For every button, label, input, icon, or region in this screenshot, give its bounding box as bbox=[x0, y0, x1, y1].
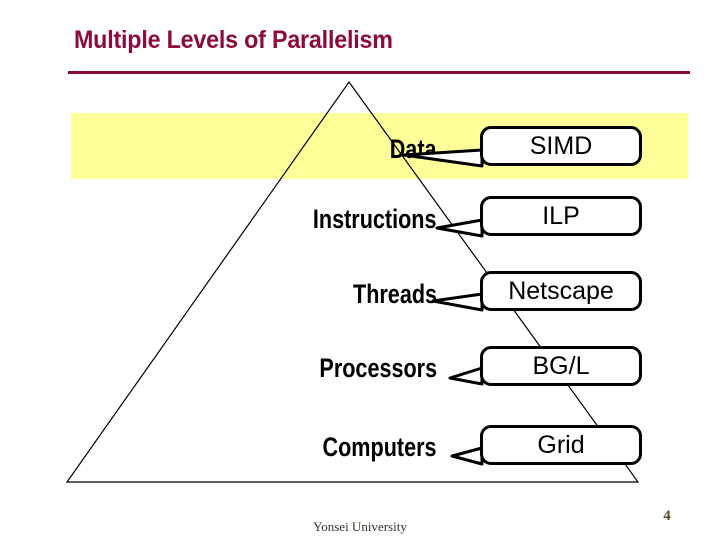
callout-label-ilp: ILP bbox=[542, 201, 580, 230]
pyramid-level-processors: Processors bbox=[319, 353, 437, 383]
callout-tail-grid bbox=[450, 446, 484, 466]
callout-tail-netscape bbox=[431, 292, 484, 312]
footer-organization: Yonsei University bbox=[313, 519, 407, 534]
callout-tail-bgl bbox=[448, 366, 484, 386]
callout-label-netscape: Netscape bbox=[508, 276, 614, 305]
title-divider bbox=[68, 71, 690, 74]
page-title: Multiple Levels of Parallelism bbox=[74, 26, 393, 54]
callout-simd[interactable]: SIMD bbox=[480, 126, 642, 166]
callout-tail-ilp bbox=[435, 218, 484, 238]
pyramid-level-data: Data bbox=[390, 134, 437, 164]
page-number: 4 bbox=[663, 508, 671, 524]
callout-label-grid: Grid bbox=[537, 430, 585, 459]
pyramid-level-instructions: Instructions bbox=[313, 204, 437, 234]
callout-label-simd: SIMD bbox=[529, 131, 593, 160]
callout-label-bgl: BG/L bbox=[532, 351, 590, 380]
pyramid-level-computers: Computers bbox=[322, 432, 437, 462]
callout-ilp[interactable]: ILP bbox=[480, 196, 642, 236]
callout-netscape[interactable]: Netscape bbox=[480, 271, 642, 311]
callout-grid[interactable]: Grid bbox=[480, 425, 642, 465]
callout-bgl[interactable]: BG/L bbox=[480, 346, 642, 386]
pyramid-level-threads: Threads bbox=[352, 279, 437, 309]
